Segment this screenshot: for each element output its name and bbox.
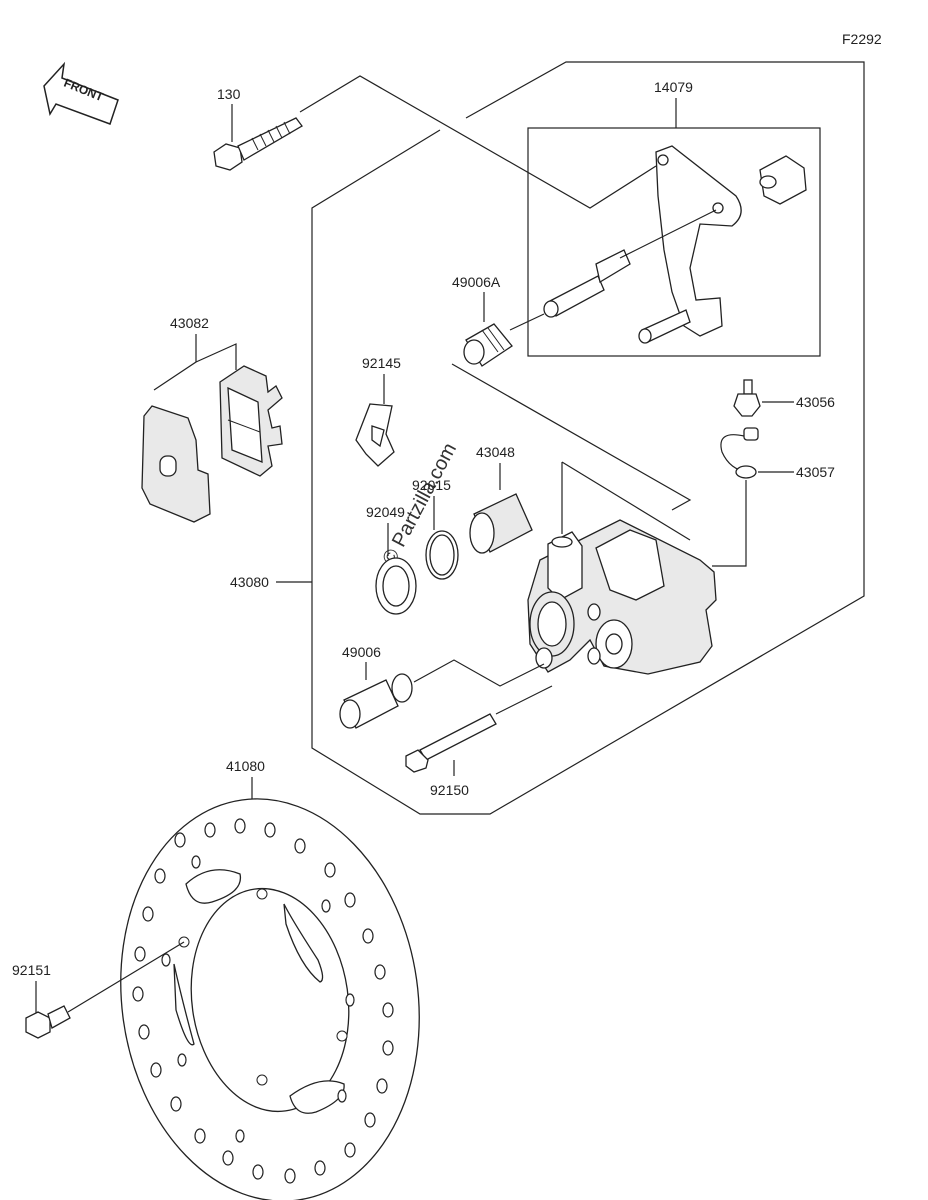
label-49006: 49006 [342,644,381,660]
piston-seal-92015[interactable] [425,530,459,580]
dust-seal-92049[interactable] [375,557,417,615]
label-43057: 43057 [796,464,835,480]
label-92150: 92150 [430,782,469,798]
brake-pad-front-43082[interactable] [219,365,283,477]
brake-pad-rear-43082[interactable] [141,405,211,523]
bleeder-valve-43056[interactable] [733,379,761,417]
label-14079: 14079 [654,79,693,95]
label-130: 130 [217,86,241,102]
brake-disc-41080[interactable] [95,779,444,1200]
caliper-body-43080[interactable] [527,519,717,675]
label-43048: 43048 [476,444,515,460]
holder-outline [527,127,821,357]
sleeve-49006[interactable] [339,673,413,729]
label-43080: 43080 [230,574,269,590]
boot-49006A[interactable] [463,323,513,367]
caliper-holder-14079[interactable] [543,145,807,344]
pin-92150[interactable] [405,713,497,773]
label-41080: 41080 [226,758,265,774]
figure-code: F2292 [842,31,882,47]
front-arrow-icon: FRONT [43,61,119,125]
bolt-130[interactable] [213,117,303,171]
label-92145: 92145 [362,355,401,371]
bleeder-cap-43057[interactable] [720,427,759,479]
label-49006A: 49006A [452,274,501,290]
label-92015: 92015 [412,477,451,493]
caliper-assembly-outline [311,61,865,815]
disc-bolt-92151[interactable] [25,1005,71,1039]
label-92049: 92049 [366,504,405,520]
label-43082: 43082 [170,315,209,331]
label-92151: 92151 [12,962,51,978]
piston-43048[interactable] [469,493,533,554]
spring-92145[interactable] [355,403,395,467]
label-43056: 43056 [796,394,835,410]
